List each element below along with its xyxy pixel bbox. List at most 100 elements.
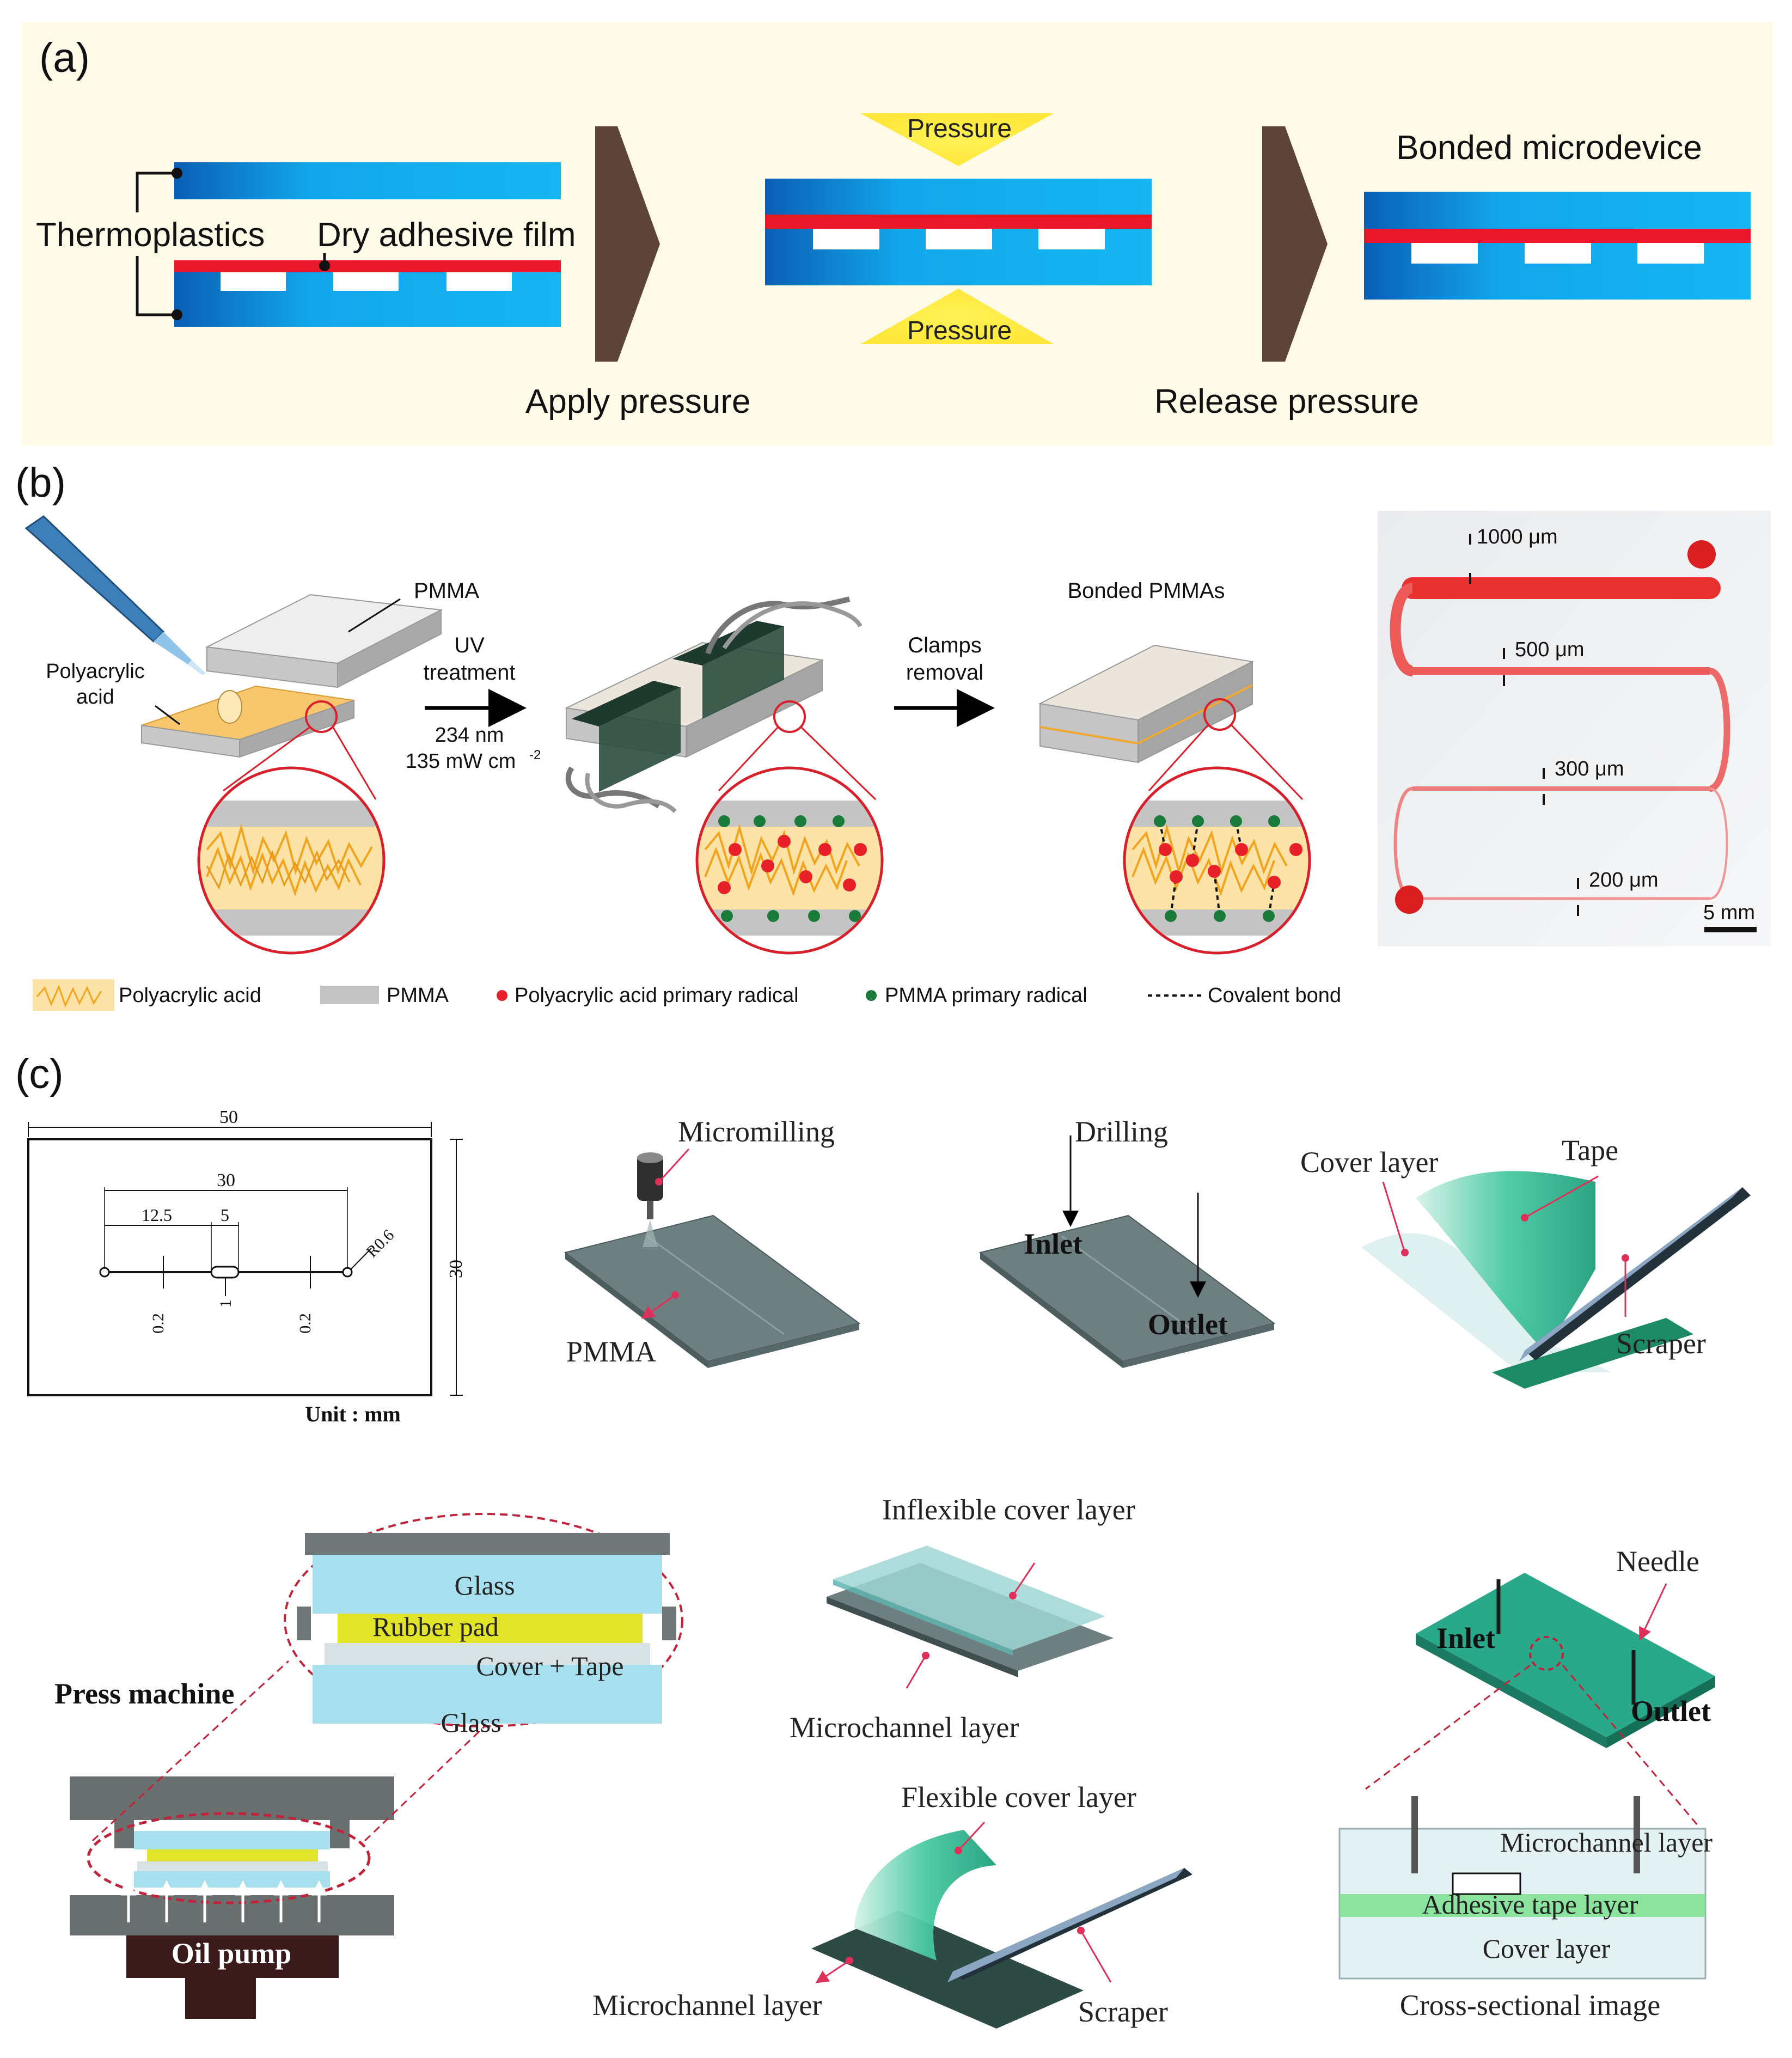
cover-layer-label: Cover layer bbox=[1300, 1146, 1438, 1178]
thermoplastics-label: Thermoplastics bbox=[36, 216, 265, 254]
width-label-1000: 1000 μm bbox=[1477, 526, 1558, 548]
dry-adhesive-film-layer bbox=[174, 260, 561, 272]
dim-height: 30 bbox=[446, 1260, 466, 1278]
legend-swatch-pmma-radical bbox=[866, 990, 877, 1001]
zoom-ring bbox=[197, 766, 386, 955]
drilling-step: Drilling Inlet Outlet bbox=[978, 1115, 1276, 1368]
scale-bar bbox=[1704, 927, 1757, 932]
cs-adhesive-label: Adhesive tape layer bbox=[1422, 1889, 1638, 1920]
dim-total-width: 50 bbox=[219, 1107, 238, 1127]
clamps-label: Clamps bbox=[908, 633, 982, 657]
pressed-adhesive-layer bbox=[765, 215, 1152, 229]
uv-label: UV bbox=[454, 633, 485, 657]
pressure-label-top: Pressure bbox=[907, 114, 1012, 143]
micromilling-label: Micromilling bbox=[678, 1115, 835, 1148]
width-label-200: 200 μm bbox=[1589, 869, 1659, 891]
inlet-label: Inlet bbox=[1024, 1228, 1082, 1260]
pmma-block-top bbox=[205, 594, 443, 688]
legend-swatch-paa-radical bbox=[497, 990, 507, 1001]
binder-clip-icon bbox=[672, 596, 863, 719]
polyacrylic-label-line2: acid bbox=[76, 686, 114, 709]
outlet-label: Outlet bbox=[1148, 1308, 1228, 1341]
zoom-ring bbox=[695, 766, 884, 955]
microchannel-label-2: Microchannel layer bbox=[592, 1989, 822, 2022]
zoom-line bbox=[332, 727, 377, 800]
press-machine-label: Press machine bbox=[54, 1677, 234, 1710]
legend-swatch-paa bbox=[33, 979, 114, 1011]
cs-microchannel bbox=[1452, 1872, 1521, 1895]
technical-drawing: 50 30 30 12.5 5 0.2 1 0.2 bbox=[27, 1107, 466, 1426]
polyacrylic-label-line1: Polyacrylic bbox=[46, 660, 145, 683]
microchannel bbox=[447, 272, 512, 291]
legend-swatch-pmma bbox=[320, 986, 379, 1004]
drilling-label: Drilling bbox=[1075, 1115, 1168, 1148]
zoom-line bbox=[1231, 724, 1304, 801]
tape-label: Tape bbox=[1562, 1134, 1618, 1167]
panel-b-label: (b) bbox=[15, 460, 66, 506]
pmma-pointer bbox=[348, 598, 401, 633]
paa-pointer bbox=[155, 705, 180, 725]
channel-bend bbox=[1390, 583, 1414, 676]
process-arrow bbox=[1262, 126, 1328, 362]
flexible-cover-step: Flexible cover layer Microchannel layer … bbox=[592, 1781, 1192, 2029]
binder-clip-icon bbox=[565, 681, 681, 813]
zoom-circle-bonded bbox=[1124, 768, 1310, 953]
microchannel bbox=[1038, 229, 1105, 249]
power-label: 135 mW cm bbox=[406, 750, 516, 773]
panel-b: (b) PMMA Polyacrylic acid bbox=[15, 460, 1771, 1011]
inflexible-label: Inflexible cover layer bbox=[882, 1493, 1135, 1526]
needle-label: Needle bbox=[1616, 1545, 1699, 1578]
bonded-device-step: Needle Inlet Outlet Microchannel layer A… bbox=[1338, 1545, 1715, 2022]
bonded-top-layer bbox=[1364, 192, 1751, 229]
micromilling-step: Micromilling PMMA bbox=[564, 1115, 861, 1368]
legend-covalent-label: Covalent bond bbox=[1208, 984, 1341, 1007]
device-photo bbox=[1378, 511, 1771, 946]
panel-c-label: (c) bbox=[15, 1051, 64, 1097]
bracket-dot bbox=[172, 168, 182, 179]
inlet-label-2: Inlet bbox=[1436, 1622, 1495, 1654]
milling-tool-icon bbox=[637, 1155, 663, 1201]
glass-bottom-label: Glass bbox=[441, 1707, 501, 1738]
inflexible-cover-step: Inflexible cover layer Microchannel laye… bbox=[790, 1493, 1135, 1744]
cs-microchannel-label: Microchannel layer bbox=[1500, 1827, 1713, 1858]
legend-paa-radical-label: Polyacrylic acid primary radical bbox=[515, 984, 799, 1007]
zoom-marker bbox=[305, 700, 338, 733]
microchannel bbox=[1525, 243, 1591, 264]
pmma-label-c: PMMA bbox=[566, 1335, 656, 1368]
panel-a: (a) Thermoplastics Dry adhesive film App… bbox=[22, 22, 1772, 445]
width-label-500: 500 μm bbox=[1515, 638, 1585, 661]
pressure-arrow-bottom bbox=[860, 289, 1054, 344]
release-pressure-label: Release pressure bbox=[1154, 383, 1419, 420]
microchannel bbox=[333, 272, 399, 291]
dim-channel-span: 30 bbox=[217, 1170, 235, 1190]
microchannel bbox=[813, 229, 879, 249]
dim-offset: 12.5 bbox=[142, 1205, 172, 1225]
adhesive-tape-band bbox=[1340, 1894, 1705, 1917]
legend: Polyacrylic acid PMMA Polyacrylic acid p… bbox=[33, 979, 1341, 1011]
bracket-dot bbox=[172, 309, 182, 320]
zoom-line bbox=[800, 726, 877, 801]
cross-section-label: Cross-sectional image bbox=[1400, 1989, 1660, 2022]
width-label-300: 300 μm bbox=[1555, 758, 1624, 780]
dim-w-center: 1 bbox=[217, 1300, 235, 1308]
zoom-circle-irradiated bbox=[697, 768, 882, 953]
top-thermoplastic-layer bbox=[174, 162, 561, 199]
bonded-microdevice-label: Bonded microdevice bbox=[1396, 129, 1702, 167]
legend-pmma-label: PMMA bbox=[387, 984, 449, 1007]
outlet-port bbox=[1687, 540, 1716, 569]
wavelength-label: 234 nm bbox=[435, 724, 504, 747]
dim-w-right: 0.2 bbox=[296, 1313, 314, 1334]
channel-bend bbox=[1709, 787, 1728, 900]
scale-bar-label: 5 mm bbox=[1703, 901, 1755, 924]
dim-center: 5 bbox=[221, 1205, 229, 1225]
power-unit-superscript: -2 bbox=[529, 748, 541, 762]
bonded-adhesive-layer bbox=[1364, 229, 1751, 243]
zoom-line bbox=[718, 726, 779, 792]
pressed-top-layer bbox=[765, 179, 1152, 215]
channel-bend bbox=[1709, 668, 1730, 792]
pressure-arrow-top bbox=[860, 113, 1054, 166]
legend-paa-label: Polyacrylic acid bbox=[119, 984, 261, 1007]
legend-swatch-paa-chain bbox=[36, 984, 102, 1007]
